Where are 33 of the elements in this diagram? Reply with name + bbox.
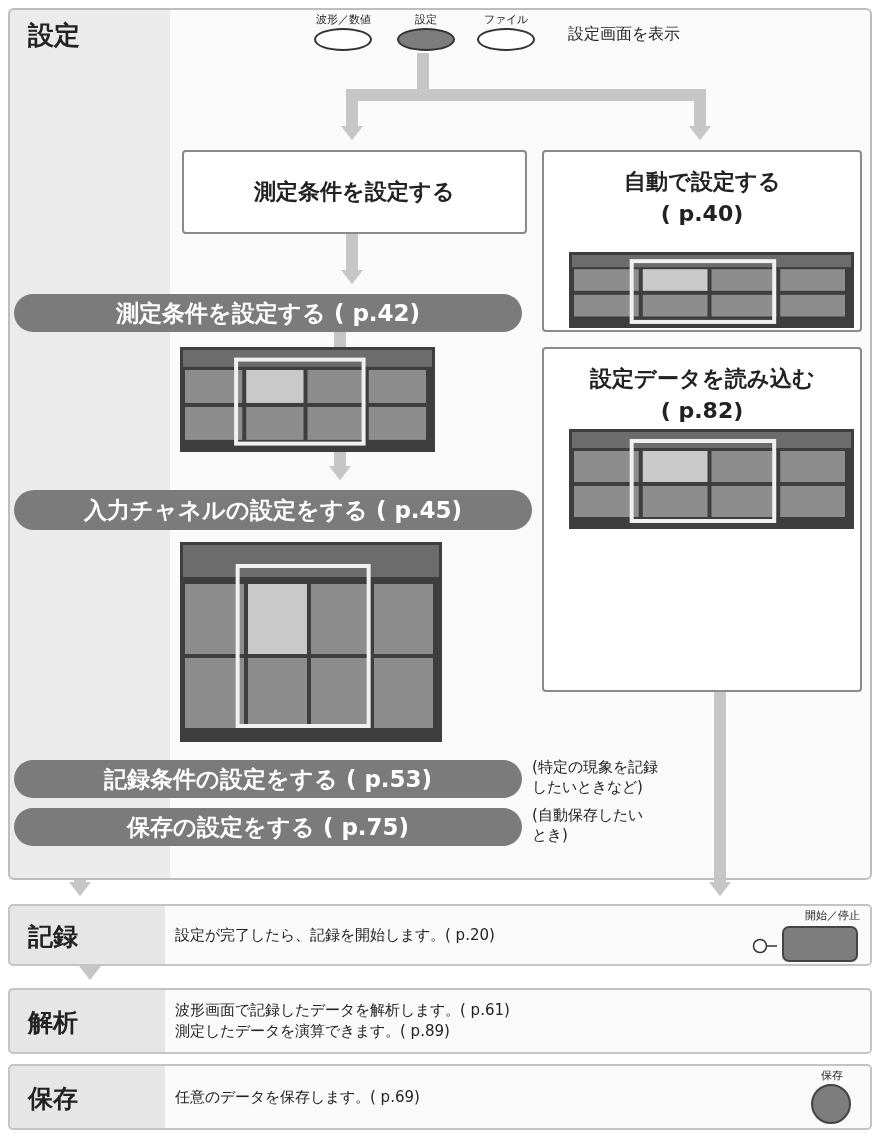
button-label: 波形／数値	[315, 12, 371, 27]
step-pill: 測定条件を設定する ( p.42)	[14, 294, 522, 332]
section-heading: 設定	[28, 19, 80, 52]
button-label: 保存	[821, 1068, 843, 1083]
step-description: 波形画面で記録したデータを解析します。( p.61) 測定したデータを演算できます。( p.89)	[175, 1000, 511, 1042]
arrow	[341, 232, 363, 285]
step-description: 設定が完了したら、記録を開始します。( p.20)	[175, 924, 496, 946]
step-pill: 記録条件の設定をする ( p.53)	[14, 760, 522, 798]
step-heading: 保存	[28, 1083, 78, 1115]
process-box	[542, 347, 862, 692]
process-box	[542, 150, 862, 332]
button-label: 開始／停止	[805, 908, 860, 923]
step-band	[8, 1064, 872, 1130]
process-box	[182, 150, 527, 234]
step-pill: 入力チャネルの設定をする ( p.45)	[14, 490, 532, 530]
box-heading: 設定データを読み込む ( p.82)	[588, 365, 816, 425]
step-band	[8, 988, 872, 1054]
step-heading: 解析	[28, 1007, 78, 1039]
button-label: 設定	[415, 12, 437, 27]
step-description: 任意のデータを保存します。( p.69)	[175, 1086, 421, 1108]
step-pill: 保存の設定をする ( p.75)	[14, 808, 522, 846]
instruction-text: 設定画面を表示	[568, 24, 680, 45]
arrow	[79, 965, 101, 981]
box-heading: 測定条件を設定する	[253, 178, 456, 206]
step-band	[8, 904, 872, 966]
side-note: (特定の現象を記録したいときなど)	[532, 757, 659, 797]
arrow	[709, 690, 731, 897]
step-heading: 記録	[28, 921, 78, 953]
section-panel	[8, 8, 872, 880]
side-note: (自動保存したいとき)	[532, 805, 644, 845]
box-heading: 自動で設定する ( p.40)	[622, 168, 782, 228]
arrow	[69, 880, 91, 897]
button-label: ファイル	[484, 12, 528, 27]
